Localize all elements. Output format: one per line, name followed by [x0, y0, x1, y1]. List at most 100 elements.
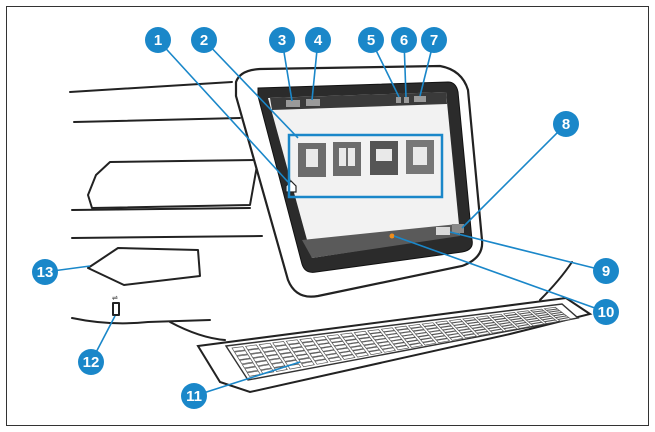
key[interactable] [548, 310, 563, 315]
key[interactable] [244, 366, 259, 373]
key[interactable] [315, 339, 330, 345]
help-button[interactable] [452, 224, 464, 233]
key[interactable] [530, 322, 545, 327]
key[interactable] [363, 343, 378, 349]
key[interactable] [381, 347, 397, 353]
key[interactable] [239, 358, 254, 365]
key[interactable] [534, 312, 550, 317]
key[interactable] [523, 316, 538, 321]
key[interactable] [491, 315, 506, 320]
key[interactable] [428, 330, 443, 335]
key[interactable] [532, 310, 547, 315]
key[interactable] [266, 354, 281, 360]
key[interactable] [274, 344, 289, 351]
key[interactable] [512, 320, 527, 325]
key[interactable] [431, 332, 446, 338]
key[interactable] [399, 331, 414, 337]
key[interactable] [474, 328, 489, 334]
sign-in-button[interactable] [286, 100, 300, 107]
key[interactable] [320, 346, 335, 352]
key[interactable] [347, 342, 362, 348]
key[interactable] [509, 318, 525, 323]
key[interactable] [447, 333, 462, 339]
key[interactable] [245, 344, 260, 350]
key[interactable] [277, 348, 292, 355]
key[interactable] [353, 330, 368, 336]
key[interactable] [322, 349, 338, 356]
key[interactable] [325, 353, 340, 359]
key[interactable] [271, 362, 286, 368]
key[interactable] [338, 351, 354, 357]
key[interactable] [360, 340, 376, 346]
key[interactable] [349, 345, 365, 351]
key[interactable] [460, 331, 475, 336]
key[interactable] [287, 363, 302, 370]
key[interactable] [379, 344, 394, 350]
key[interactable] [501, 324, 516, 329]
key[interactable] [555, 315, 570, 320]
key[interactable] [516, 324, 532, 329]
key[interactable] [263, 350, 278, 357]
key[interactable] [279, 352, 294, 358]
key[interactable] [498, 322, 513, 327]
key[interactable] [272, 341, 287, 347]
key[interactable] [333, 344, 349, 350]
key[interactable] [450, 321, 466, 326]
key[interactable] [306, 348, 321, 354]
language-button[interactable] [306, 99, 320, 106]
key[interactable] [417, 335, 432, 340]
key[interactable] [301, 341, 316, 347]
key[interactable] [485, 324, 500, 329]
key[interactable] [442, 328, 457, 333]
key[interactable] [435, 338, 451, 344]
key[interactable] [380, 327, 395, 333]
key[interactable] [368, 349, 383, 356]
key[interactable] [261, 346, 276, 353]
key[interactable] [420, 337, 435, 343]
key[interactable] [395, 345, 410, 351]
key[interactable] [298, 357, 313, 364]
key[interactable] [311, 355, 326, 361]
key[interactable] [374, 338, 389, 344]
key[interactable] [394, 325, 409, 331]
key[interactable] [358, 337, 373, 343]
key[interactable] [448, 318, 463, 324]
key[interactable] [550, 312, 565, 316]
key[interactable] [466, 321, 482, 327]
key[interactable] [426, 327, 441, 333]
key[interactable] [341, 354, 356, 360]
key[interactable] [489, 328, 505, 334]
key[interactable] [290, 346, 305, 353]
key[interactable] [410, 326, 425, 332]
key[interactable] [304, 344, 319, 351]
key[interactable] [284, 359, 299, 366]
key[interactable] [539, 316, 554, 321]
key[interactable] [260, 368, 275, 375]
key[interactable] [421, 322, 436, 327]
key[interactable] [482, 322, 498, 327]
key[interactable] [365, 346, 381, 352]
key[interactable] [247, 348, 262, 354]
key[interactable] [255, 360, 270, 367]
key[interactable] [336, 347, 351, 353]
key[interactable] [390, 339, 405, 345]
key[interactable] [385, 333, 400, 339]
key[interactable] [480, 320, 495, 325]
key[interactable] [543, 319, 559, 324]
key[interactable] [285, 339, 300, 345]
key[interactable] [433, 335, 448, 341]
key[interactable] [487, 326, 502, 332]
key[interactable] [437, 323, 452, 328]
key[interactable] [392, 342, 408, 348]
key[interactable] [293, 350, 308, 356]
key[interactable] [344, 339, 360, 345]
key[interactable] [557, 317, 572, 322]
key[interactable] [422, 340, 437, 346]
key[interactable] [444, 330, 459, 336]
key[interactable] [514, 322, 529, 327]
key[interactable] [258, 342, 273, 349]
key[interactable] [435, 320, 450, 325]
key[interactable] [331, 341, 346, 347]
key[interactable] [415, 332, 430, 337]
key[interactable] [525, 318, 541, 323]
